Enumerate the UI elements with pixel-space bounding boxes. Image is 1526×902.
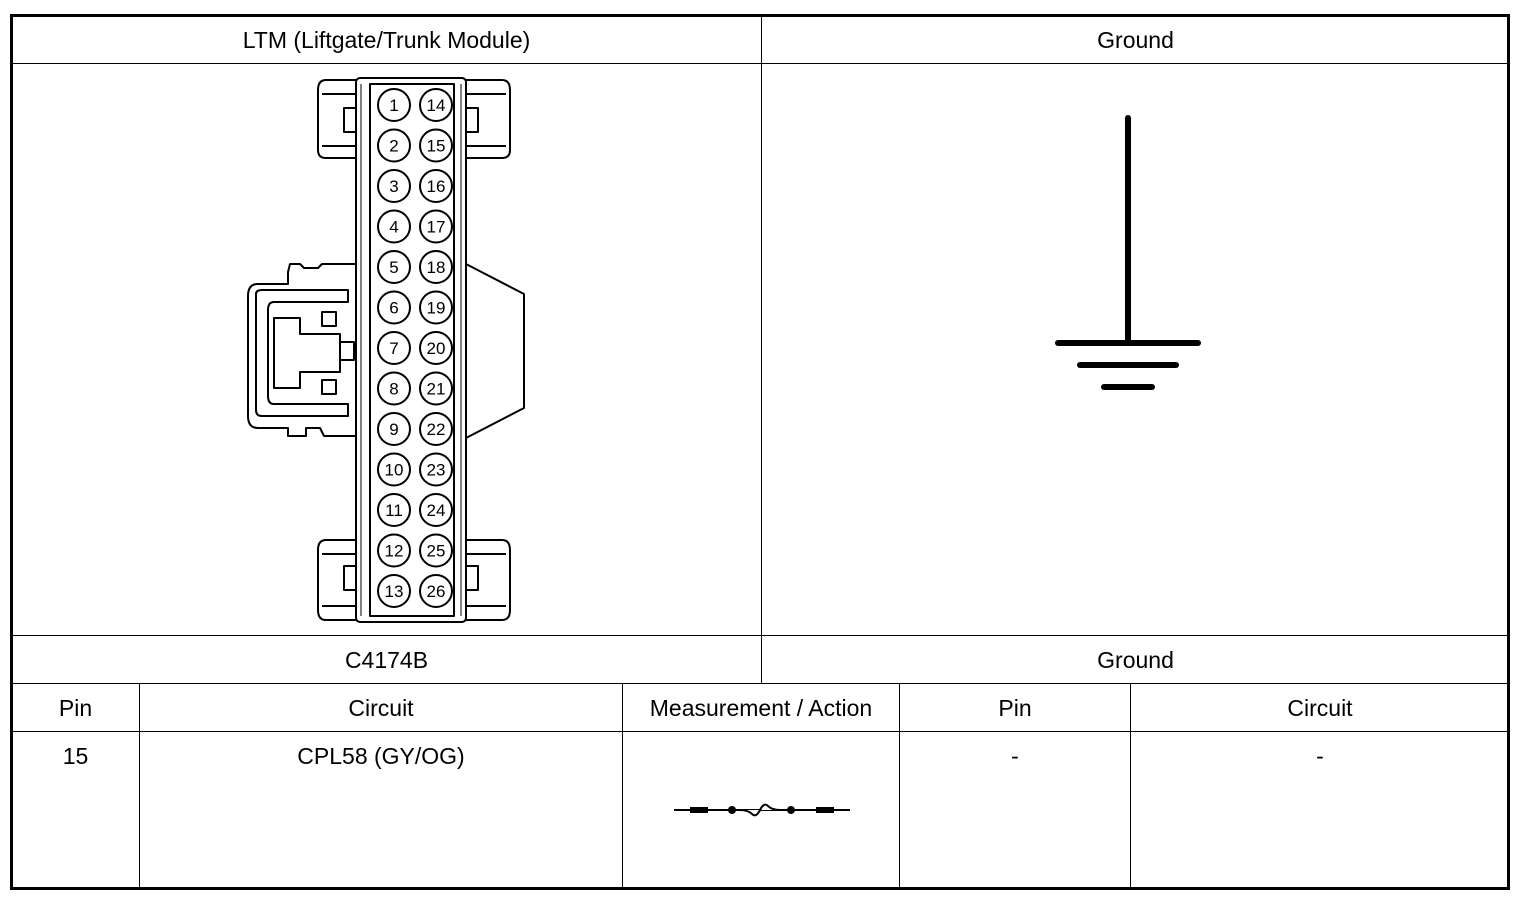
pin-circle <box>419 574 453 608</box>
pin-circle <box>419 290 453 325</box>
pin-circle <box>419 331 453 365</box>
divider <box>139 683 140 888</box>
pin-circle <box>377 128 411 163</box>
divider <box>12 731 1509 732</box>
pin-number: 1 <box>389 96 398 115</box>
pin-circle <box>377 574 411 608</box>
pin-circle <box>419 533 453 568</box>
fuse-symbol-icon <box>674 803 850 817</box>
pin-circle <box>419 169 453 203</box>
pin-number: 3 <box>389 177 398 196</box>
ground-symbol-icon <box>1055 115 1201 390</box>
row-circuit: CPL58 (GY/OG) <box>297 743 465 769</box>
pin-circle <box>377 250 411 284</box>
divider <box>1130 683 1131 888</box>
pin-circle <box>419 128 453 163</box>
pin-circle <box>377 412 411 446</box>
pin-number: 7 <box>389 339 398 358</box>
pin-circle <box>377 371 411 406</box>
pin-number: 16 <box>427 177 446 196</box>
row-ground-pin: - <box>1011 743 1019 769</box>
divider <box>899 683 900 888</box>
pin-number: 23 <box>427 461 446 480</box>
divider <box>622 683 623 888</box>
pin-circle <box>377 169 411 203</box>
divider <box>12 63 1509 64</box>
pin-circle <box>419 371 453 406</box>
pin-number: 21 <box>427 380 446 399</box>
pin-number: 4 <box>389 218 398 237</box>
pin-number: 17 <box>427 218 446 237</box>
pin-circle <box>419 250 453 284</box>
pin-number: 14 <box>427 96 446 115</box>
ground-title: Ground <box>1097 27 1174 53</box>
connector-title: LTM (Liftgate/Trunk Module) <box>242 27 531 53</box>
pin-number: 22 <box>427 420 446 439</box>
pin-number: 26 <box>427 582 446 601</box>
pin-number: 9 <box>389 420 398 439</box>
pin-circle <box>419 452 453 487</box>
pin-circle <box>377 331 411 365</box>
pin-number: 24 <box>427 501 446 520</box>
connector-name: C4174B <box>344 647 429 673</box>
pin-circle <box>377 452 411 487</box>
pin-number: 18 <box>427 258 446 277</box>
column-header-pin: Pin <box>58 695 93 721</box>
pin-circle <box>419 88 453 122</box>
row-pin: 15 <box>62 743 89 769</box>
pin-number: 20 <box>427 339 446 358</box>
pin-circle <box>377 493 411 527</box>
pin-number: 10 <box>385 461 404 480</box>
divider <box>12 683 1509 684</box>
column-header-circuit: Circuit <box>348 695 414 721</box>
pin-circle <box>419 209 453 244</box>
divider <box>12 635 1509 636</box>
pin-number: 5 <box>389 258 398 277</box>
row-ground-circuit: - <box>1316 743 1324 769</box>
pin-number: 25 <box>427 542 446 561</box>
column-header-measurement: Measurement / Action <box>649 695 873 721</box>
pin-circle <box>377 88 411 122</box>
pin-number: 12 <box>385 542 404 561</box>
pin-number: 13 <box>385 582 404 601</box>
pin-number: 6 <box>389 299 398 318</box>
pinout-table <box>10 14 1510 890</box>
pin-circle <box>377 209 411 244</box>
pin-circle <box>419 493 453 527</box>
column-header-ground-circuit: Circuit <box>1287 695 1353 721</box>
pin-number: 2 <box>389 137 398 156</box>
divider <box>761 16 762 684</box>
pin-number: 8 <box>389 380 398 399</box>
ground-label: Ground <box>1097 647 1174 673</box>
pin-number: 11 <box>385 501 403 520</box>
pin-circle <box>377 290 411 325</box>
pin-circle <box>419 412 453 446</box>
pin-circle <box>377 533 411 568</box>
pin-number: 15 <box>427 137 446 156</box>
column-header-ground-pin: Pin <box>998 695 1032 721</box>
pin-number: 19 <box>427 299 446 318</box>
